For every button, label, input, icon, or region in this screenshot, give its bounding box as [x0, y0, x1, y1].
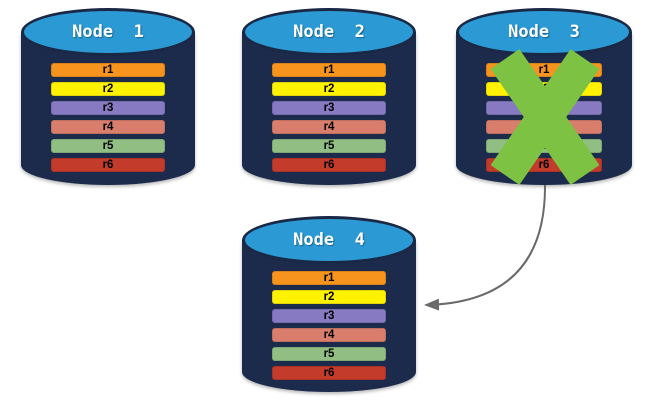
- node-4-label: Node 4: [293, 230, 365, 250]
- node-1: r1 r2 r3 r4 r5 r6 Node 1: [21, 8, 195, 185]
- node-4-replica-stack: r1 r2 r3 r4 r5 r6: [272, 271, 386, 380]
- node-3: r1 r2 r3 r4 r5 r6 Node 3: [456, 8, 632, 185]
- node-3-replica-r3: r3: [486, 101, 602, 115]
- node-1-replica-r6: r6: [51, 158, 165, 172]
- node-1-replica-r4: r4: [51, 120, 165, 134]
- node-2-cylinder-top: Node 2: [242, 8, 416, 56]
- node-3-replica-r2: r2: [486, 82, 602, 96]
- node-3-replica-stack: r1 r2 r3 r4 r5 r6: [486, 63, 602, 172]
- node-2-replica-r3: r3: [272, 101, 386, 115]
- node-2-replica-r6: r6: [272, 158, 386, 172]
- node-4-replica-r6: r6: [272, 366, 386, 380]
- node-2-label: Node 2: [293, 22, 365, 42]
- node-3-replica-r1: r1: [486, 63, 602, 77]
- node-4-replica-r4: r4: [272, 328, 386, 342]
- node-4: r1 r2 r3 r4 r5 r6 Node 4: [242, 216, 416, 392]
- node-3-label: Node 3: [508, 22, 580, 42]
- node-1-cylinder-top: Node 1: [21, 8, 195, 56]
- node-2-replica-r1: r1: [272, 63, 386, 77]
- node-2-replica-stack: r1 r2 r3 r4 r5 r6: [272, 63, 386, 172]
- node-2-replica-r5: r5: [272, 139, 386, 153]
- node-3-replica-r5: r5: [486, 139, 602, 153]
- node-3-replica-r4: r4: [486, 120, 602, 134]
- node-1-replica-r1: r1: [51, 63, 165, 77]
- node-1-replica-r5: r5: [51, 139, 165, 153]
- node-4-cylinder-top: Node 4: [242, 216, 416, 264]
- node-4-replica-r1: r1: [272, 271, 386, 285]
- node-1-replica-stack: r1 r2 r3 r4 r5 r6: [51, 63, 165, 172]
- node-3-replica-r6: r6: [486, 158, 602, 172]
- node-4-replica-r5: r5: [272, 347, 386, 361]
- node-1-label: Node 1: [72, 22, 144, 42]
- node-3-cylinder-top: Node 3: [456, 8, 632, 56]
- arrow-path: [424, 184, 547, 311]
- node-2: r1 r2 r3 r4 r5 r6 Node 2: [242, 8, 416, 185]
- node-1-replica-r2: r2: [51, 82, 165, 96]
- node-2-replica-r2: r2: [272, 82, 386, 96]
- node-4-replica-r2: r2: [272, 290, 386, 304]
- node-4-replica-r3: r3: [272, 309, 386, 323]
- node-1-replica-r3: r3: [51, 101, 165, 115]
- node-2-replica-r4: r4: [272, 120, 386, 134]
